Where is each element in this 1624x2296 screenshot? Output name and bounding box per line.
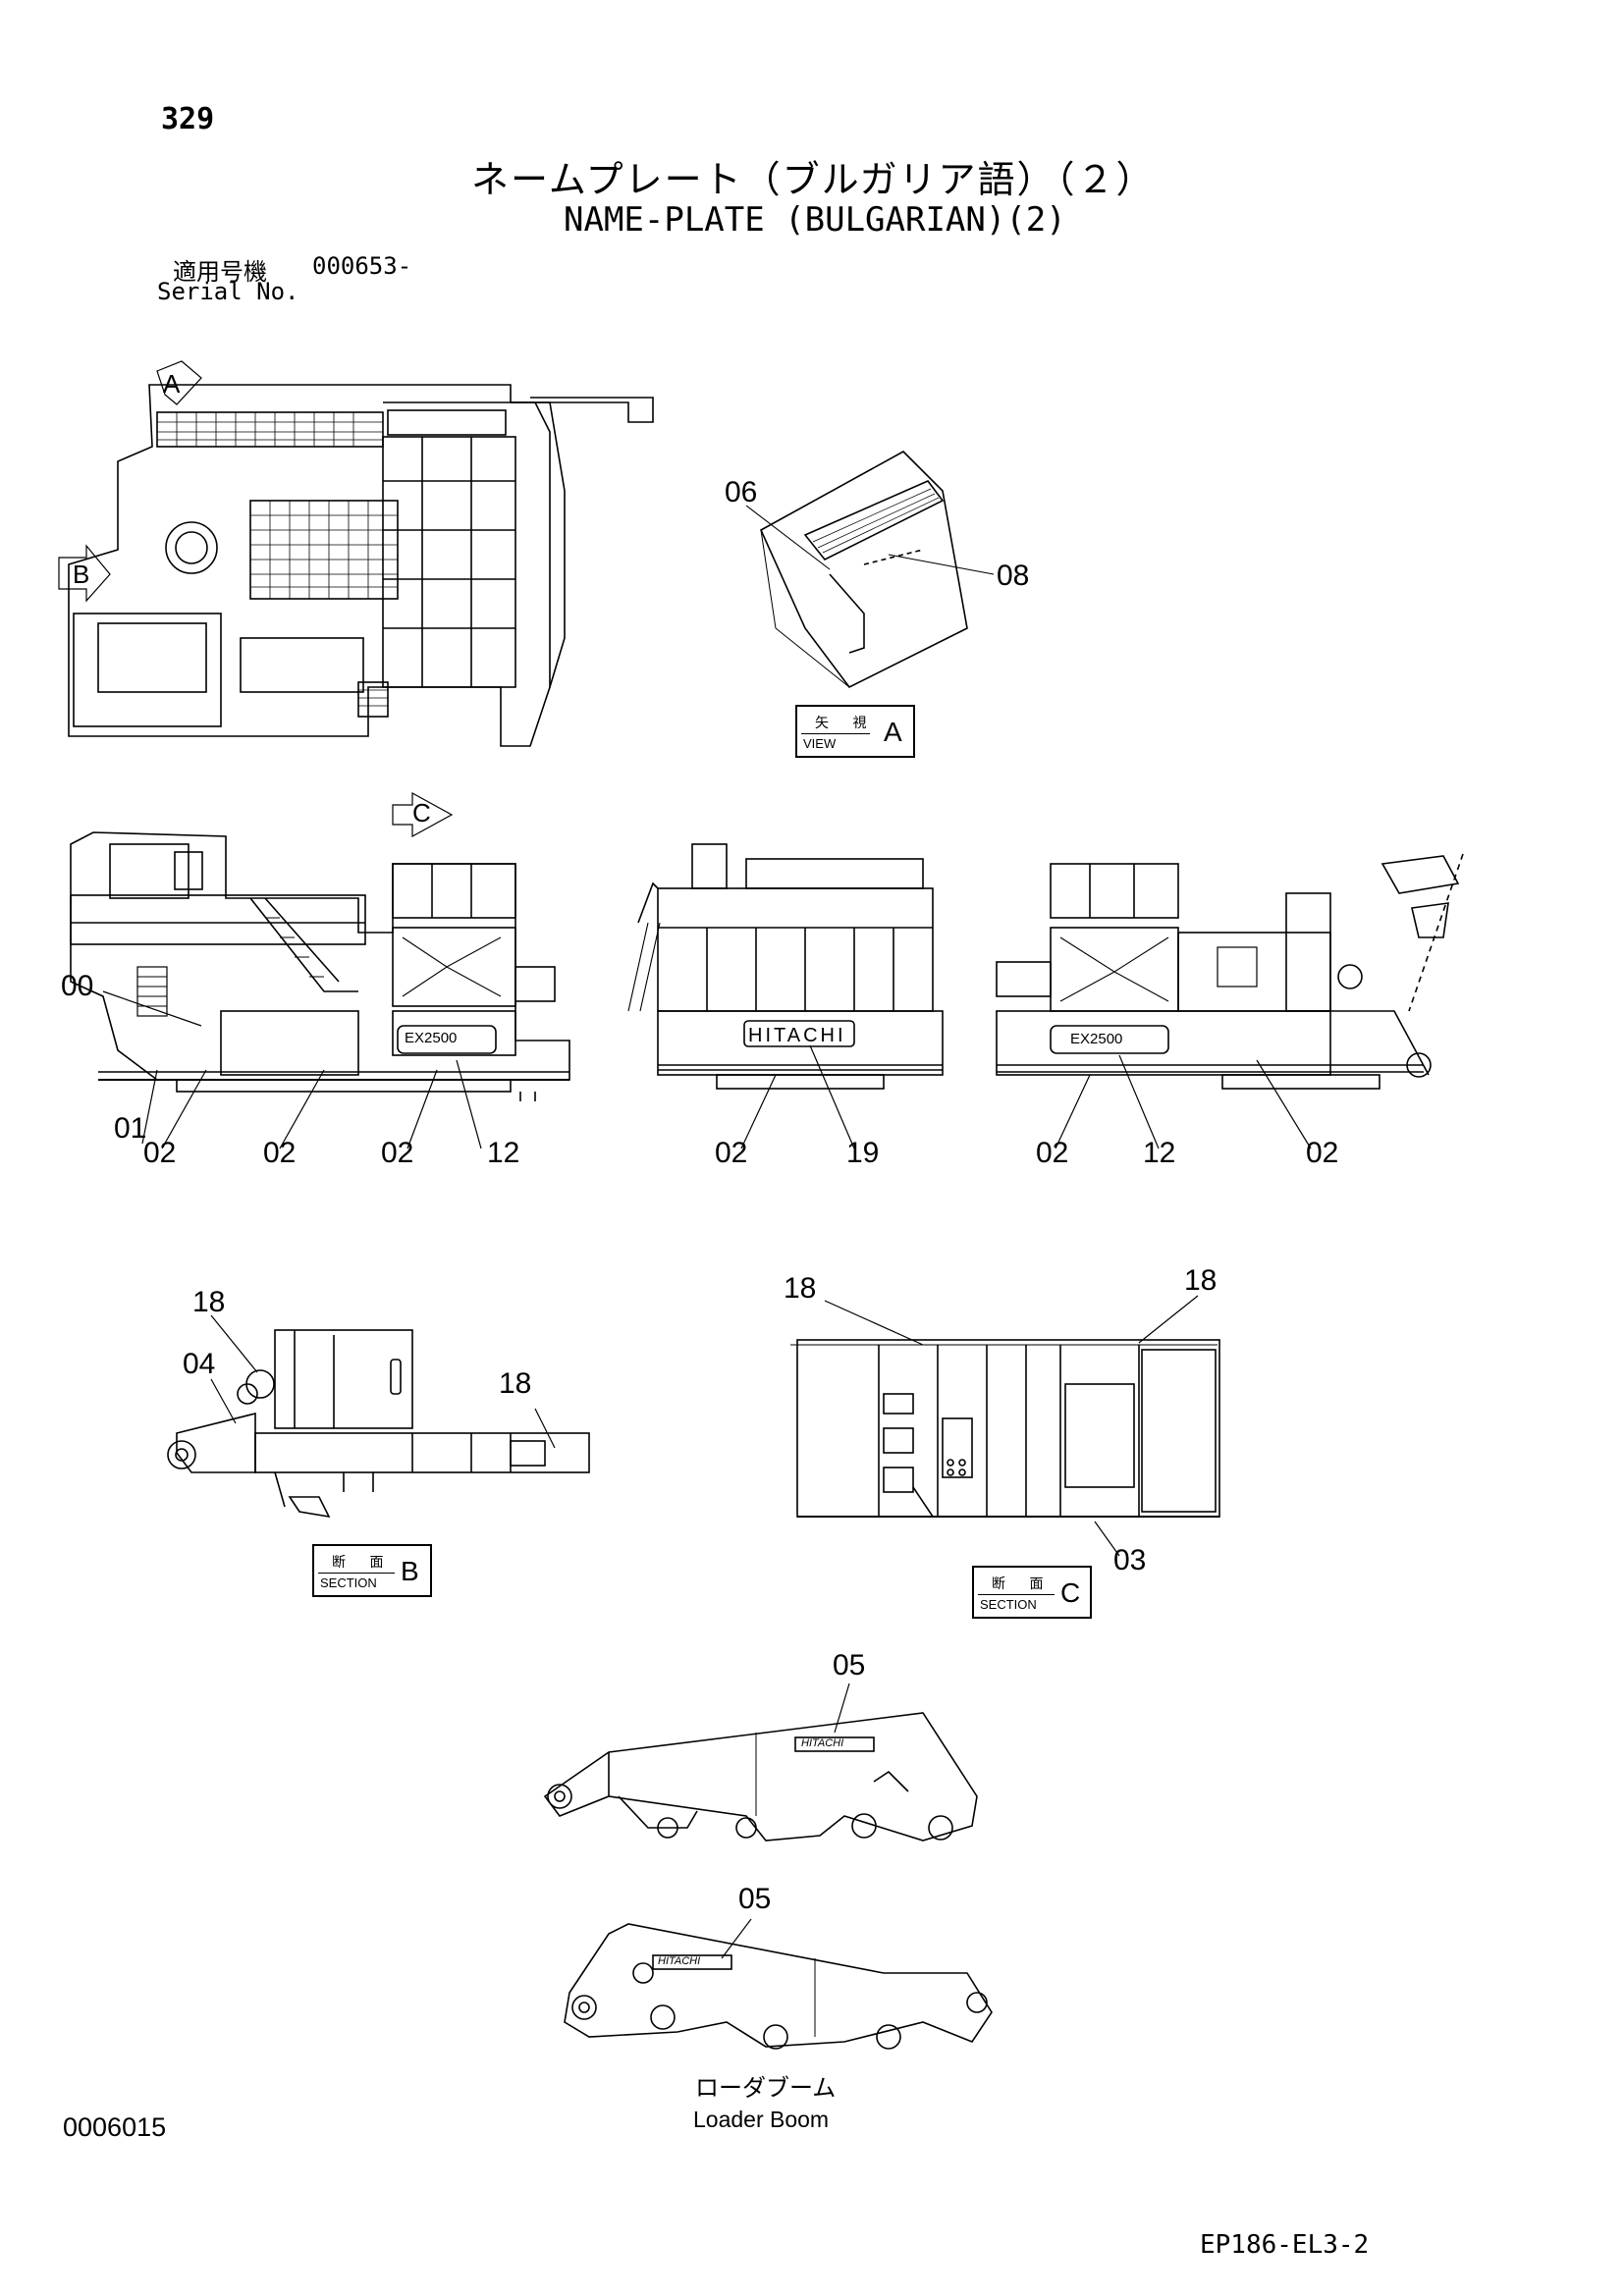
callout-02-f: 02 <box>1306 1137 1339 1169</box>
document-code: EP186-EL3-2 <box>1200 2230 1370 2260</box>
callout-00: 00 <box>61 970 94 1002</box>
view-a-label: 矢 視 VIEW A <box>795 705 915 758</box>
section-b-view <box>167 1329 590 1519</box>
rear-view <box>627 843 944 1090</box>
callout-18-c: 18 <box>784 1272 817 1305</box>
page-number: 329 <box>161 102 215 136</box>
boom-brand-plate-lower: HITACHI <box>658 1955 701 1967</box>
section-c-letter: C <box>1060 1577 1081 1608</box>
callout-04: 04 <box>183 1348 216 1380</box>
section-b-letter: B <box>401 1556 419 1586</box>
loader-boom-jp: ローダブーム <box>695 2074 837 2102</box>
callout-03: 03 <box>1113 1544 1147 1576</box>
rear-brand-plate: HITACHI <box>748 1025 846 1046</box>
callout-05-b: 05 <box>738 1883 772 1915</box>
callout-02-a: 02 <box>143 1137 177 1169</box>
callout-18-b: 18 <box>499 1367 532 1400</box>
view-a-letter: A <box>884 717 902 747</box>
callout-02-c: 02 <box>381 1137 414 1169</box>
view-flag-b: B <box>73 560 90 589</box>
page-title-en: NAME-PLATE (BULGARIAN)(2) <box>564 200 1066 240</box>
callout-12-b: 12 <box>1143 1137 1176 1169</box>
section-c-jp: 断 面 <box>992 1576 1054 1592</box>
callout-06: 06 <box>725 476 758 508</box>
section-c-en: SECTION <box>980 1597 1037 1612</box>
section-b-en: SECTION <box>320 1575 377 1590</box>
section-c-label: 断 面 SECTION C <box>972 1566 1092 1619</box>
callout-02-d: 02 <box>715 1137 748 1169</box>
serial-label-en: Serial No. <box>157 278 299 305</box>
boom-brand-plate-upper: HITACHI <box>801 1737 844 1749</box>
view-flag-c: C <box>412 798 431 828</box>
section-c-view <box>790 1339 1220 1518</box>
loader-boom-upper <box>543 1712 978 1842</box>
callout-19: 19 <box>846 1137 880 1169</box>
side-view-left <box>70 831 570 1101</box>
side-view-right <box>996 853 1464 1090</box>
plan-view <box>68 384 654 747</box>
callout-18-d: 18 <box>1184 1264 1218 1297</box>
serial-value: 000653- <box>312 252 412 280</box>
callout-02-e: 02 <box>1036 1137 1069 1169</box>
side-model-plate-left: EX2500 <box>405 1030 458 1046</box>
view-a-jp: 矢 視 <box>815 716 877 731</box>
section-b-label: 断 面 SECTION B <box>312 1544 432 1597</box>
loader-boom-en: Loader Boom <box>693 2107 830 2132</box>
leader-lines <box>102 990 1312 1959</box>
view-flag-a: A <box>163 369 181 399</box>
callout-12-a: 12 <box>487 1137 520 1169</box>
serial-label-jp: 適用号機 <box>173 258 267 286</box>
callout-18-a: 18 <box>192 1286 226 1318</box>
callout-05-a: 05 <box>833 1649 866 1682</box>
drawing-id: 0006015 <box>63 2112 167 2142</box>
side-model-plate-right: EX2500 <box>1070 1031 1123 1047</box>
detail-view-a <box>745 451 995 689</box>
loader-boom-lower <box>564 1923 993 2050</box>
page-title-jp: ネームプレート（ブルガリア語）（２） <box>471 158 1156 201</box>
callout-01: 01 <box>114 1112 147 1145</box>
section-b-jp: 断 面 <box>332 1555 394 1571</box>
view-a-en: VIEW <box>803 736 837 751</box>
callout-02-b: 02 <box>263 1137 297 1169</box>
callout-08: 08 <box>997 560 1030 592</box>
